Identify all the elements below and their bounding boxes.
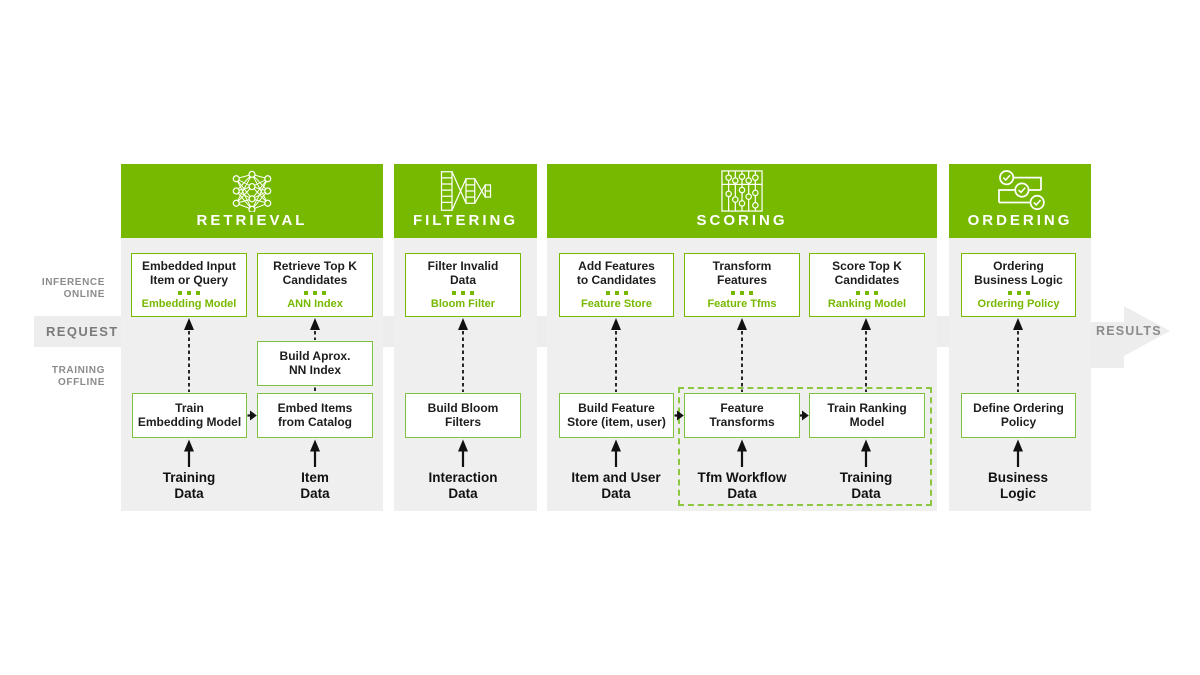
ellipsis-dots	[176, 291, 203, 295]
results-label: RESULTS	[1096, 324, 1162, 338]
inference-box-retrieve-topk: Retrieve Top K Candidates ANN Index	[257, 253, 373, 317]
inference-online-label: INFERENCE ONLINE	[41, 277, 105, 300]
source-label-training-data: Training Data	[162, 470, 216, 501]
checklist-flow-icon	[998, 170, 1045, 210]
inference-box-filter-invalid: Filter Invalid Data Bloom Filter	[405, 253, 521, 317]
box-title: Filter Invalid Data	[427, 259, 499, 287]
box-subtitle: Embedding Model	[141, 298, 237, 310]
inference-box-add-features: Add Features to Candidates Feature Store	[559, 253, 674, 317]
source-label-interaction-data: Interaction Data	[428, 470, 498, 501]
ellipsis-dots	[302, 291, 329, 295]
box-title: Retrieve Top K Candidates	[273, 259, 357, 287]
funnel-icon	[440, 171, 491, 211]
training-box-train-ranking-model: Train Ranking Model	[809, 393, 925, 438]
box-title: Add Features to Candidates	[576, 259, 657, 287]
inference-box-score-topk: Score Top K Candidates Ranking Model	[809, 253, 925, 317]
source-label-item-user-data: Item and User Data	[571, 470, 661, 501]
scoring-training-group-outline	[678, 387, 932, 506]
training-box-build-aprox-nn-index: Build Aprox. NN Index	[257, 341, 373, 386]
ellipsis-dots	[603, 291, 630, 295]
inference-box-transform-features: Transform Features Feature Tfms	[684, 253, 800, 317]
training-box-build-bloom-filters: Build Bloom Filters	[405, 393, 521, 438]
stage-title: RETRIEVAL	[196, 212, 308, 229]
request-label: REQUEST	[46, 324, 119, 339]
stage-header-ordering: ORDERING	[949, 164, 1091, 238]
stage-column-filtering: FILTERING	[394, 164, 537, 511]
box-title: Embedded Input Item or Query	[142, 259, 236, 287]
box-subtitle: Feature Store	[581, 298, 652, 310]
box-subtitle: Ordering Policy	[977, 298, 1060, 310]
inference-box-embedded-input: Embedded Input Item or Query Embedding M…	[131, 253, 247, 317]
box-title: Score Top K Candidates	[832, 259, 902, 287]
source-label-tfm-workflow-data: Tfm Workflow Data	[697, 470, 787, 501]
neural-network-icon	[232, 170, 272, 212]
stage-title: FILTERING	[412, 212, 519, 229]
stage-header-retrieval: RETRIEVAL	[121, 164, 383, 238]
training-box-embed-items: Embed Items from Catalog	[257, 393, 373, 438]
ellipsis-dots	[1005, 291, 1032, 295]
source-label-training-data-2: Training Data	[839, 470, 893, 501]
stage-column-ordering: ORDERING	[949, 164, 1091, 511]
source-label-item-data: Item Data	[300, 470, 330, 501]
training-box-build-feature-store: Build Feature Store (item, user)	[559, 393, 674, 438]
training-box-define-ordering-policy: Define Ordering Policy	[961, 393, 1076, 438]
box-subtitle: Feature Tfms	[707, 298, 777, 310]
stage-column-retrieval: RETRIEVAL	[121, 164, 383, 511]
stage-title: ORDERING	[967, 212, 1073, 229]
stage-header-scoring: SCORING	[547, 164, 937, 238]
stage-header-filtering: FILTERING	[394, 164, 537, 238]
inference-box-ordering-logic: Ordering Business Logic Ordering Policy	[961, 253, 1076, 317]
training-box-train-embedding-model: Train Embedding Model	[132, 393, 247, 438]
stage-title: SCORING	[696, 212, 788, 229]
box-subtitle: ANN Index	[287, 298, 343, 310]
box-title: Ordering Business Logic	[974, 259, 1063, 287]
ellipsis-dots	[729, 291, 756, 295]
abacus-icon	[721, 170, 763, 212]
training-box-feature-transforms: Feature Transforms	[684, 393, 800, 438]
source-label-business-logic: Business Logic	[987, 470, 1049, 501]
ellipsis-dots	[854, 291, 881, 295]
ellipsis-dots	[450, 291, 477, 295]
box-title: Transform Features	[712, 259, 772, 287]
training-offline-label: TRAINING OFFLINE	[51, 365, 105, 388]
box-subtitle: Ranking Model	[827, 298, 907, 310]
box-subtitle: Bloom Filter	[430, 298, 496, 310]
